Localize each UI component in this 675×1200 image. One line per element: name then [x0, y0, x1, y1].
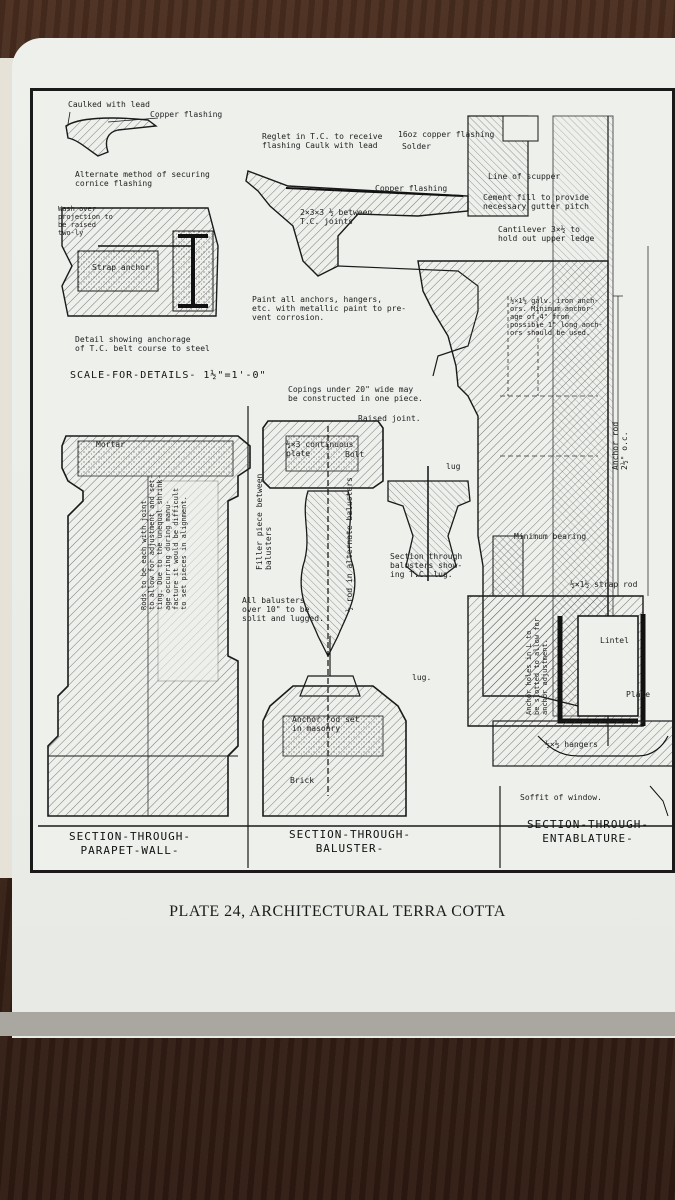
note-section-lug: Section through balusters show- ing T.C.…	[390, 552, 463, 579]
note-all-balusters: All balusters over 10" to be split and l…	[242, 596, 324, 623]
note-caulked: Caulked with lead	[68, 100, 150, 109]
entablature-section	[417, 115, 673, 817]
note-strap-rod: ½×1½ strap rod	[570, 580, 638, 589]
architectural-drawing	[38, 111, 673, 868]
note-rod-alternate: ½ rod in alternate balusters	[345, 477, 354, 612]
note-minimum-bearing: Minimum bearing	[514, 532, 587, 541]
note-continuous-plate: ½×3 continuous plate	[286, 440, 354, 458]
belt-course-anchor-detail	[61, 207, 219, 317]
note-galv-iron: ½×1½ galv. iron anch- ors. Minimum ancho…	[510, 297, 603, 337]
scale-label: SCALE-FOR-DETAILS- 1½"=1'-0"	[70, 370, 267, 381]
note-copper-flashing-top: Copper flashing	[150, 110, 223, 119]
note-hangers: ½×½ hangers	[545, 740, 598, 749]
note-anchor-rod: Anchor rod 2½" o.c.	[611, 421, 629, 470]
note-tc-joints: 2×3×3 ½ between T.C. joints	[300, 208, 373, 226]
note-anchor-holes: Anchor holes in L to be slotted to allow…	[525, 618, 549, 715]
note-raised-joint: Raised joint.	[358, 414, 421, 423]
title-parapet-wall: SECTION-THROUGH- PARAPET-WALL-	[69, 830, 191, 857]
note-plate: Plate	[626, 690, 651, 699]
note-parapet-rods: Rods to be each with joint to allow for …	[140, 475, 188, 610]
note-anchor-rod-masonry: Anchor rod set in masonry	[292, 715, 360, 733]
note-strap-anchor: Strap anchor	[92, 263, 150, 272]
parapet-wall-section	[47, 435, 251, 817]
plate-caption: PLATE 24, ARCHITECTURAL TERRA COTTA	[169, 903, 506, 920]
note-solder: Solder	[402, 142, 431, 151]
note-copper-flashing-16oz: 16oz copper flashing	[398, 130, 495, 139]
title-entablature: SECTION-THROUGH- ENTABLATURE-	[527, 818, 649, 845]
note-cantilever: Cantilever 3×½ to hold out upper ledge	[498, 225, 595, 243]
note-lintel: Lintel	[600, 636, 629, 645]
note-soffit: Soffit of window.	[520, 793, 602, 802]
dimension-lines	[613, 246, 649, 597]
book-spine-cloth	[0, 1012, 675, 1036]
note-mortar: Mortar	[96, 440, 125, 449]
note-bolt: Bolt	[345, 450, 365, 459]
note-alternate-method: Alternate method of securing cornice fla…	[75, 170, 210, 188]
note-paint-anchors: Paint all anchors, hangers, etc. with me…	[252, 295, 407, 322]
note-lug-top: lug	[446, 462, 461, 471]
cornice-section	[245, 115, 539, 377]
note-copper-flashing-mid: Copper flashing	[375, 184, 448, 193]
note-brick: Brick	[290, 776, 315, 785]
note-line-of-scupper: Line of scupper	[488, 172, 561, 181]
title-baluster: SECTION-THROUGH- BALUSTER-	[289, 828, 411, 855]
note-copings: Copings under 20" wide may be constructe…	[288, 385, 423, 403]
note-cement-fill: Cement fill to provide necessary gutter …	[483, 193, 589, 211]
cornice-flashing-detail	[65, 111, 159, 157]
note-detail-anchorage: Detail showing anchorage of T.C. belt co…	[75, 335, 210, 353]
baluster-section	[262, 420, 471, 817]
note-reglet: Reglet in T.C. to receive flashing Caulk…	[262, 132, 383, 150]
note-lug-bottom: lug.	[412, 673, 432, 682]
note-wash: Wash over projection to be raised two‑ly	[58, 205, 113, 237]
note-filler-piece: Filler piece between balusters	[255, 473, 273, 570]
